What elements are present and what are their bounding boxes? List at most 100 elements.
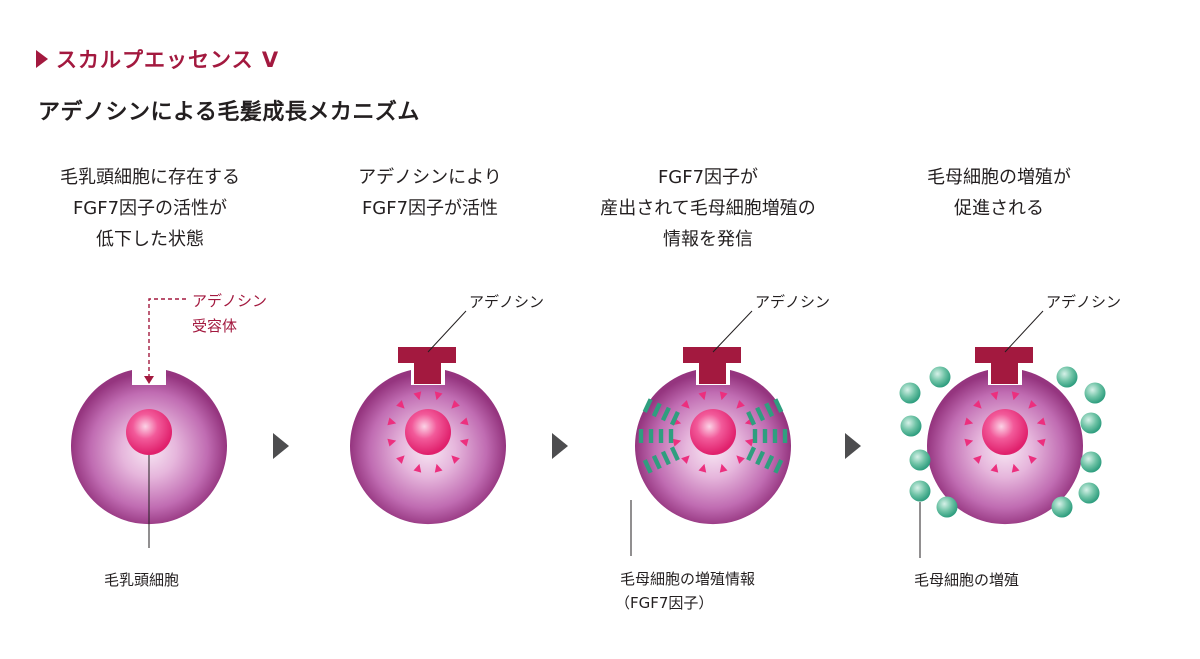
fgf7-dash bbox=[755, 406, 766, 422]
page-title: アデノシンによる毛髪成長メカニズム bbox=[38, 100, 420, 125]
hair-matrix-cell bbox=[909, 480, 931, 502]
adenosine-label: アデノシン bbox=[1046, 293, 1121, 311]
hair-matrix-cell bbox=[1084, 382, 1106, 404]
nucleus bbox=[405, 409, 451, 455]
signal-triangle bbox=[451, 400, 460, 409]
signal-rays bbox=[964, 391, 1046, 473]
fgf7-dash bbox=[642, 398, 653, 413]
signal-triangle bbox=[413, 391, 422, 401]
fgf7-dash bbox=[658, 429, 664, 443]
fgf7-dash bbox=[669, 411, 680, 426]
adenosine-label: アデノシン bbox=[469, 293, 544, 311]
triangle-right-icon bbox=[552, 433, 568, 459]
stage-1: アデノシン 受容体 毛乳頭細胞 bbox=[71, 292, 267, 589]
hair-matrix-cell bbox=[1078, 482, 1100, 504]
caption-line: 促進される bbox=[954, 198, 1044, 219]
signal-triangle bbox=[387, 417, 397, 426]
hair-matrix-cell bbox=[909, 449, 931, 471]
fgf7-dash bbox=[651, 402, 662, 418]
leader-line bbox=[1004, 310, 1044, 353]
product-name: スカルプエッセンス Ⅴ bbox=[56, 48, 280, 72]
signal-triangle bbox=[1011, 391, 1020, 401]
fgf7-dash bbox=[638, 429, 644, 443]
fgf7-dash bbox=[762, 429, 768, 443]
fgf7-dash bbox=[782, 429, 788, 443]
fgf7-dash bbox=[755, 450, 766, 466]
fgf7-dash bbox=[668, 429, 674, 443]
stage-2-caption: アデノシンにより FGF7因子が活性 bbox=[280, 162, 580, 224]
hair-matrix-cell bbox=[1080, 412, 1102, 434]
hair-matrix-cell bbox=[1056, 366, 1078, 388]
nucleus bbox=[690, 409, 736, 455]
signal-triangle bbox=[413, 463, 422, 473]
signal-triangle bbox=[973, 455, 982, 464]
signal-triangle bbox=[459, 438, 469, 447]
hair-matrix-cell bbox=[1080, 451, 1102, 473]
fgf7-dash bbox=[746, 411, 757, 426]
fgf7-dash bbox=[752, 429, 758, 443]
triangle-right-icon bbox=[845, 433, 861, 459]
signal-triangle bbox=[459, 417, 469, 426]
signal-triangle bbox=[698, 391, 707, 401]
signal-triangle bbox=[744, 438, 754, 447]
stage-4: アデノシン 毛母細胞の増殖 bbox=[899, 293, 1121, 589]
hair-matrix-cell bbox=[929, 366, 951, 388]
signal-triangle bbox=[973, 400, 982, 409]
receptor-label: アデノシン bbox=[192, 292, 267, 310]
signal-triangle bbox=[396, 455, 405, 464]
caption-line: 産出されて毛母細胞増殖の bbox=[600, 198, 816, 219]
fgf7-dash bbox=[660, 406, 671, 422]
signal-triangle bbox=[681, 455, 690, 464]
caption-line: 情報を発信 bbox=[663, 229, 753, 250]
signal-triangle bbox=[451, 455, 460, 464]
stage-3-caption: FGF7因子が 産出されて毛母細胞増殖の 情報を発信 bbox=[558, 162, 858, 255]
hair-matrix-cell bbox=[1051, 496, 1073, 518]
header: スカルプエッセンス Ⅴ アデノシンによる毛髪成長メカニズム bbox=[0, 0, 1200, 140]
fgf7-dash bbox=[764, 402, 775, 418]
signal-triangle bbox=[736, 400, 745, 409]
receptor-pointer bbox=[148, 298, 186, 377]
hair-matrix-cell bbox=[900, 415, 922, 437]
caption-line: FGF7因子が bbox=[657, 167, 759, 188]
fgf7-signal-dashes bbox=[638, 398, 788, 474]
fgf7-dash bbox=[772, 429, 778, 443]
growth-info-label: （FGF7因子） bbox=[615, 594, 713, 612]
signal-triangle bbox=[434, 391, 443, 401]
stage-4-caption: 毛母細胞の増殖が 促進される bbox=[849, 162, 1149, 224]
fgf7-dash bbox=[746, 446, 757, 461]
fgf7-dash bbox=[651, 454, 662, 470]
signal-triangle bbox=[990, 463, 999, 473]
caption-line: FGF7因子が活性 bbox=[361, 198, 499, 219]
fgf7-dash bbox=[773, 459, 784, 474]
signal-triangle bbox=[396, 400, 405, 409]
adenosine-label: アデノシン bbox=[755, 293, 830, 311]
signal-triangle bbox=[719, 463, 728, 473]
triangle-right-icon bbox=[36, 50, 48, 68]
signal-triangle bbox=[990, 391, 999, 401]
stage-1-caption: 毛乳頭細胞に存在する FGF7因子の活性が 低下した状態 bbox=[0, 162, 300, 255]
caption-line: FGF7因子の活性が bbox=[72, 198, 228, 219]
signal-rays bbox=[387, 391, 469, 473]
signal-triangle bbox=[719, 391, 728, 401]
signal-triangle bbox=[434, 463, 443, 473]
stage-2: アデノシン bbox=[350, 293, 544, 525]
nucleus bbox=[126, 409, 172, 455]
signal-triangle bbox=[1011, 463, 1020, 473]
dermal-papilla-label: 毛乳頭細胞 bbox=[104, 571, 179, 589]
proliferation-label: 毛母細胞の増殖 bbox=[914, 571, 1019, 589]
hair-matrix-cell bbox=[936, 496, 958, 518]
hair-matrix-cells bbox=[899, 366, 1106, 518]
nucleus bbox=[982, 409, 1028, 455]
signal-triangle bbox=[964, 417, 974, 426]
adenosine-molecule bbox=[398, 347, 456, 384]
fgf7-dash bbox=[648, 429, 654, 443]
leader-line bbox=[427, 310, 467, 353]
signal-triangle bbox=[1036, 438, 1046, 447]
signal-triangle bbox=[964, 438, 974, 447]
fgf7-dash bbox=[669, 446, 680, 461]
signal-triangle bbox=[681, 400, 690, 409]
caption-line: アデノシンにより bbox=[358, 167, 502, 188]
triangle-right-icon bbox=[273, 433, 289, 459]
signal-triangle bbox=[1036, 417, 1046, 426]
